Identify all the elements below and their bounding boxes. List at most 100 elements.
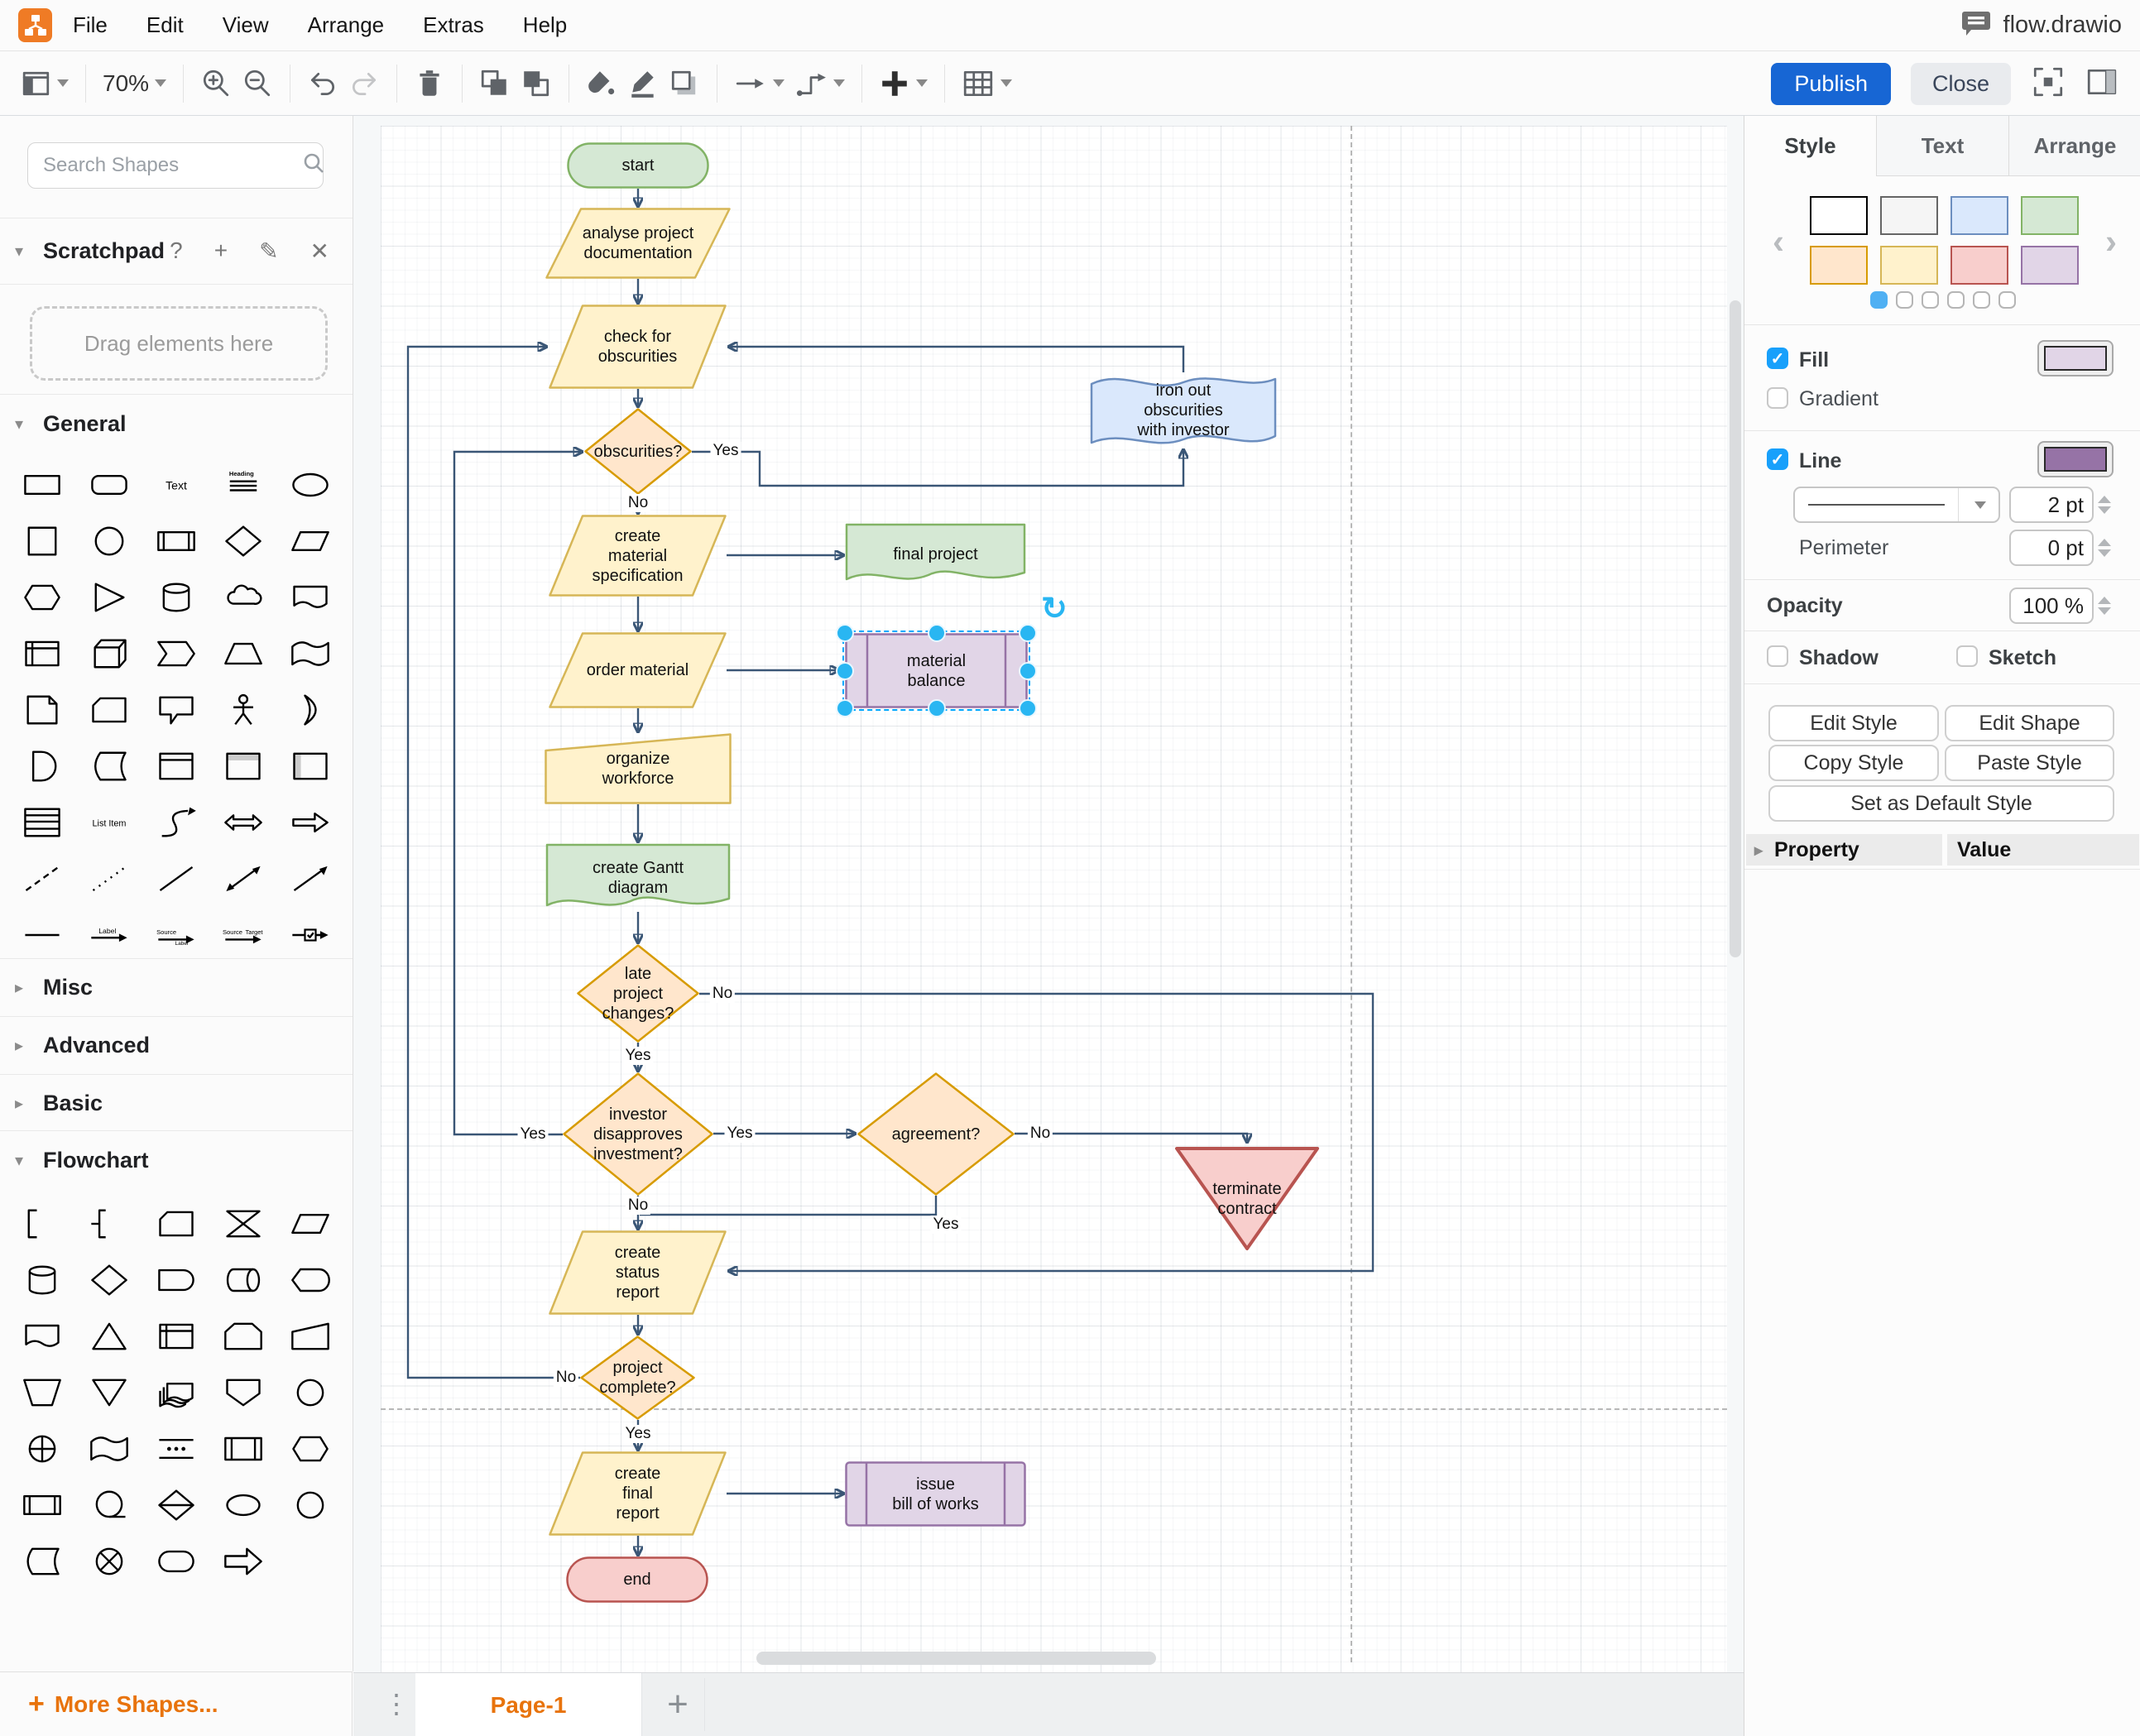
line-width-input[interactable]: 2 pt: [2009, 487, 2094, 523]
section-advanced[interactable]: ▸ Advanced: [0, 1016, 353, 1074]
close-button[interactable]: Close: [1910, 62, 2011, 105]
to-back-button[interactable]: [516, 63, 557, 104]
undo-button[interactable]: [302, 63, 343, 104]
add-page-button[interactable]: +: [651, 1678, 705, 1731]
scratchpad-header[interactable]: ▾ Scratchpad ? + ✎ ✕: [0, 218, 353, 284]
gradient-checkbox[interactable]: [1767, 387, 1788, 409]
shadow-button[interactable]: [664, 63, 705, 104]
line-style-dropdown[interactable]: [1793, 487, 2000, 523]
menu-help[interactable]: Help: [522, 12, 568, 37]
style-swatch[interactable]: [1810, 246, 1868, 285]
shape-start-oval-icon[interactable]: [210, 1477, 277, 1533]
set-as-default-style-button[interactable]: Set as Default Style: [1768, 785, 2114, 822]
carousel-dot[interactable]: [1998, 291, 2016, 309]
node-status[interactable]: create status report: [549, 1230, 727, 1315]
line-width-stepper[interactable]: [2095, 487, 2114, 523]
style-swatch[interactable]: [1810, 196, 1868, 235]
fill-checkbox[interactable]: ✓: [1767, 348, 1788, 369]
node-end[interactable]: end: [566, 1556, 708, 1603]
shape-annotation-2-icon[interactable]: [75, 1196, 142, 1252]
node-start[interactable]: start: [567, 142, 709, 189]
shape-summing-junction-icon[interactable]: [75, 1533, 142, 1590]
carousel-dot[interactable]: [1895, 291, 1913, 309]
node-gantt[interactable]: create Gantt diagram: [545, 843, 731, 912]
shape-or-icon[interactable]: [277, 682, 344, 738]
shape-dotted-line-icon[interactable]: [75, 851, 142, 907]
shape-data-storage-icon[interactable]: [75, 738, 142, 794]
selection-handle[interactable]: [927, 624, 946, 642]
style-swatch[interactable]: [1950, 196, 2008, 235]
selection-handle[interactable]: [836, 699, 854, 717]
node-terminate[interactable]: terminate contract: [1172, 1144, 1322, 1254]
scratchpad-close-icon[interactable]: ✕: [309, 238, 329, 264]
shape-preparation-icon[interactable]: [277, 1421, 344, 1477]
style-swatch[interactable]: [2021, 196, 2079, 235]
format-tab-style[interactable]: Style: [1744, 116, 1876, 176]
shape-paper-tape-icon[interactable]: [75, 1421, 142, 1477]
shape-link-icon[interactable]: [8, 907, 75, 963]
shape-parallelogram-icon[interactable]: [277, 513, 344, 569]
shape-stored-data-icon[interactable]: [8, 1533, 75, 1590]
shape-direct-access-storage-icon[interactable]: [210, 1252, 277, 1308]
selection-handle[interactable]: [1019, 699, 1037, 717]
style-swatch[interactable]: [1880, 196, 1938, 235]
shape-text-icon[interactable]: Text: [142, 457, 209, 513]
section-basic[interactable]: ▸ Basic: [0, 1074, 353, 1132]
shape-callout-icon[interactable]: [142, 682, 209, 738]
shape-display-icon[interactable]: [277, 1252, 344, 1308]
shape-cloud-icon[interactable]: [210, 569, 277, 626]
shape-bidirectional-connector-icon[interactable]: [210, 851, 277, 907]
node-agreement[interactable]: agreement?: [857, 1072, 1015, 1196]
scratchpad-edit-icon[interactable]: ✎: [259, 238, 279, 264]
style-swatch[interactable]: [2021, 246, 2079, 285]
shape-arrow-icon[interactable]: [277, 794, 344, 851]
shape-parallel-mode-icon[interactable]: [142, 1421, 209, 1477]
copy-style-button[interactable]: Copy Style: [1768, 745, 1939, 781]
shape-extract-icon[interactable]: [75, 1308, 142, 1364]
selection-handle[interactable]: [927, 699, 946, 717]
menu-extras[interactable]: Extras: [423, 12, 484, 37]
pages-menu-icon[interactable]: ⋮: [383, 1689, 411, 1719]
shape-step-icon[interactable]: [142, 626, 209, 682]
carousel-dot[interactable]: [1869, 291, 1888, 309]
node-analyse[interactable]: analyse project documentation: [545, 208, 731, 279]
section-misc[interactable]: ▸ Misc: [0, 958, 353, 1016]
selection-handle[interactable]: [836, 661, 854, 680]
shape-database-icon[interactable]: [8, 1252, 75, 1308]
shape-dashed-line-icon[interactable]: [8, 851, 75, 907]
section-general[interactable]: ▾ General: [0, 394, 353, 453]
node-check[interactable]: check for obscurities: [549, 305, 727, 389]
shape-rounded-rectangle-icon[interactable]: [75, 457, 142, 513]
node-ironout[interactable]: iron out obscurities with investor: [1090, 372, 1277, 448]
edge-label-agreement-yes[interactable]: Yes: [930, 1216, 962, 1234]
carousel-dot[interactable]: [1946, 291, 1965, 309]
perimeter-input[interactable]: 0 pt: [2009, 530, 2094, 566]
shape-list-item-icon[interactable]: List Item: [75, 794, 142, 851]
shape-off-page-connector-icon[interactable]: [210, 1364, 277, 1421]
opacity-input[interactable]: 100 %: [2009, 587, 2094, 624]
shape-circle-shape-icon[interactable]: [277, 1477, 344, 1533]
table-button[interactable]: [957, 63, 1017, 104]
shape-internal-storage-icon[interactable]: [8, 626, 75, 682]
style-carousel-next-icon[interactable]: ›: [2105, 222, 2117, 261]
edge-label-late-yes[interactable]: Yes: [622, 1047, 654, 1065]
shape-trapezoid-icon[interactable]: [210, 626, 277, 682]
to-front-button[interactable]: [474, 63, 516, 104]
shape-terminator-icon[interactable]: [142, 1533, 209, 1590]
shape-annotation-icon[interactable]: [8, 1196, 75, 1252]
node-final_report[interactable]: create final report: [549, 1451, 727, 1536]
shape-directional-connector-icon[interactable]: [277, 851, 344, 907]
edge-label-complete-no[interactable]: No: [553, 1369, 579, 1387]
format-tab-arrange[interactable]: Arrange: [2008, 116, 2140, 176]
edge-label-complete-yes[interactable]: Yes: [622, 1425, 654, 1443]
selection-handle[interactable]: [836, 624, 854, 642]
shape-line-icon[interactable]: [142, 851, 209, 907]
format-tab-text[interactable]: Text: [1876, 116, 2008, 176]
menu-edit[interactable]: Edit: [146, 12, 184, 37]
style-carousel-prev-icon[interactable]: ‹: [1773, 222, 1784, 261]
shape-arrow-label-icon[interactable]: Label: [75, 907, 142, 963]
edit-style-button[interactable]: Edit Style: [1768, 705, 1939, 741]
menu-arrange[interactable]: Arrange: [307, 12, 385, 37]
shape-textbox-icon[interactable]: Heading: [210, 457, 277, 513]
